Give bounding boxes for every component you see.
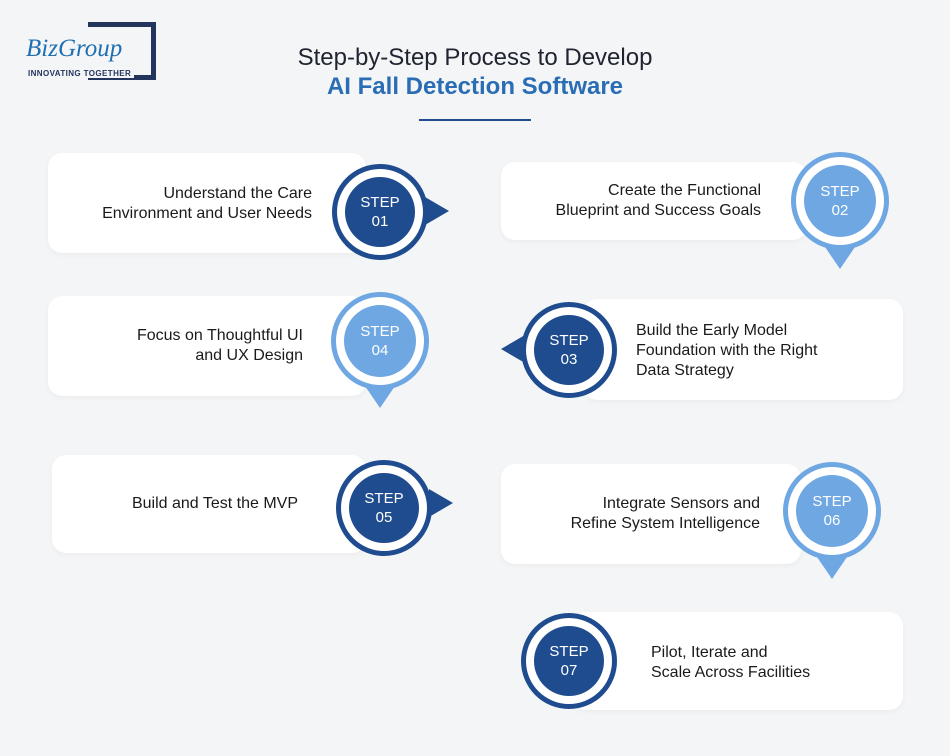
step-06-arrow-down-icon <box>817 557 847 579</box>
title-underline <box>419 119 531 121</box>
step-05-arrow-right-icon <box>429 489 453 517</box>
step-06-card <box>501 464 801 564</box>
step-05-text: Build and Test the MVP <box>131 495 298 512</box>
step-01-card <box>48 153 366 253</box>
step-02-card <box>501 162 807 240</box>
step-07-card <box>572 612 903 710</box>
step-04-card <box>48 296 366 396</box>
logo-tagline: INNOVATING TOGETHER <box>28 70 135 78</box>
step-02-arrow-down-icon <box>825 247 855 269</box>
bizgroup-logo: BizGroup INNOVATING TOGETHER <box>18 22 158 84</box>
step-03-card <box>583 299 903 400</box>
page-title-line1: Step-by-Step Process to Develop <box>297 44 653 71</box>
logo-name: BizGroup <box>26 35 125 62</box>
step-01-arrow-right-icon <box>425 197 449 225</box>
step-05-card <box>52 455 366 553</box>
step-04-arrow-down-icon <box>365 386 395 408</box>
page-title-line2: AI Fall Detection Software <box>326 73 624 100</box>
